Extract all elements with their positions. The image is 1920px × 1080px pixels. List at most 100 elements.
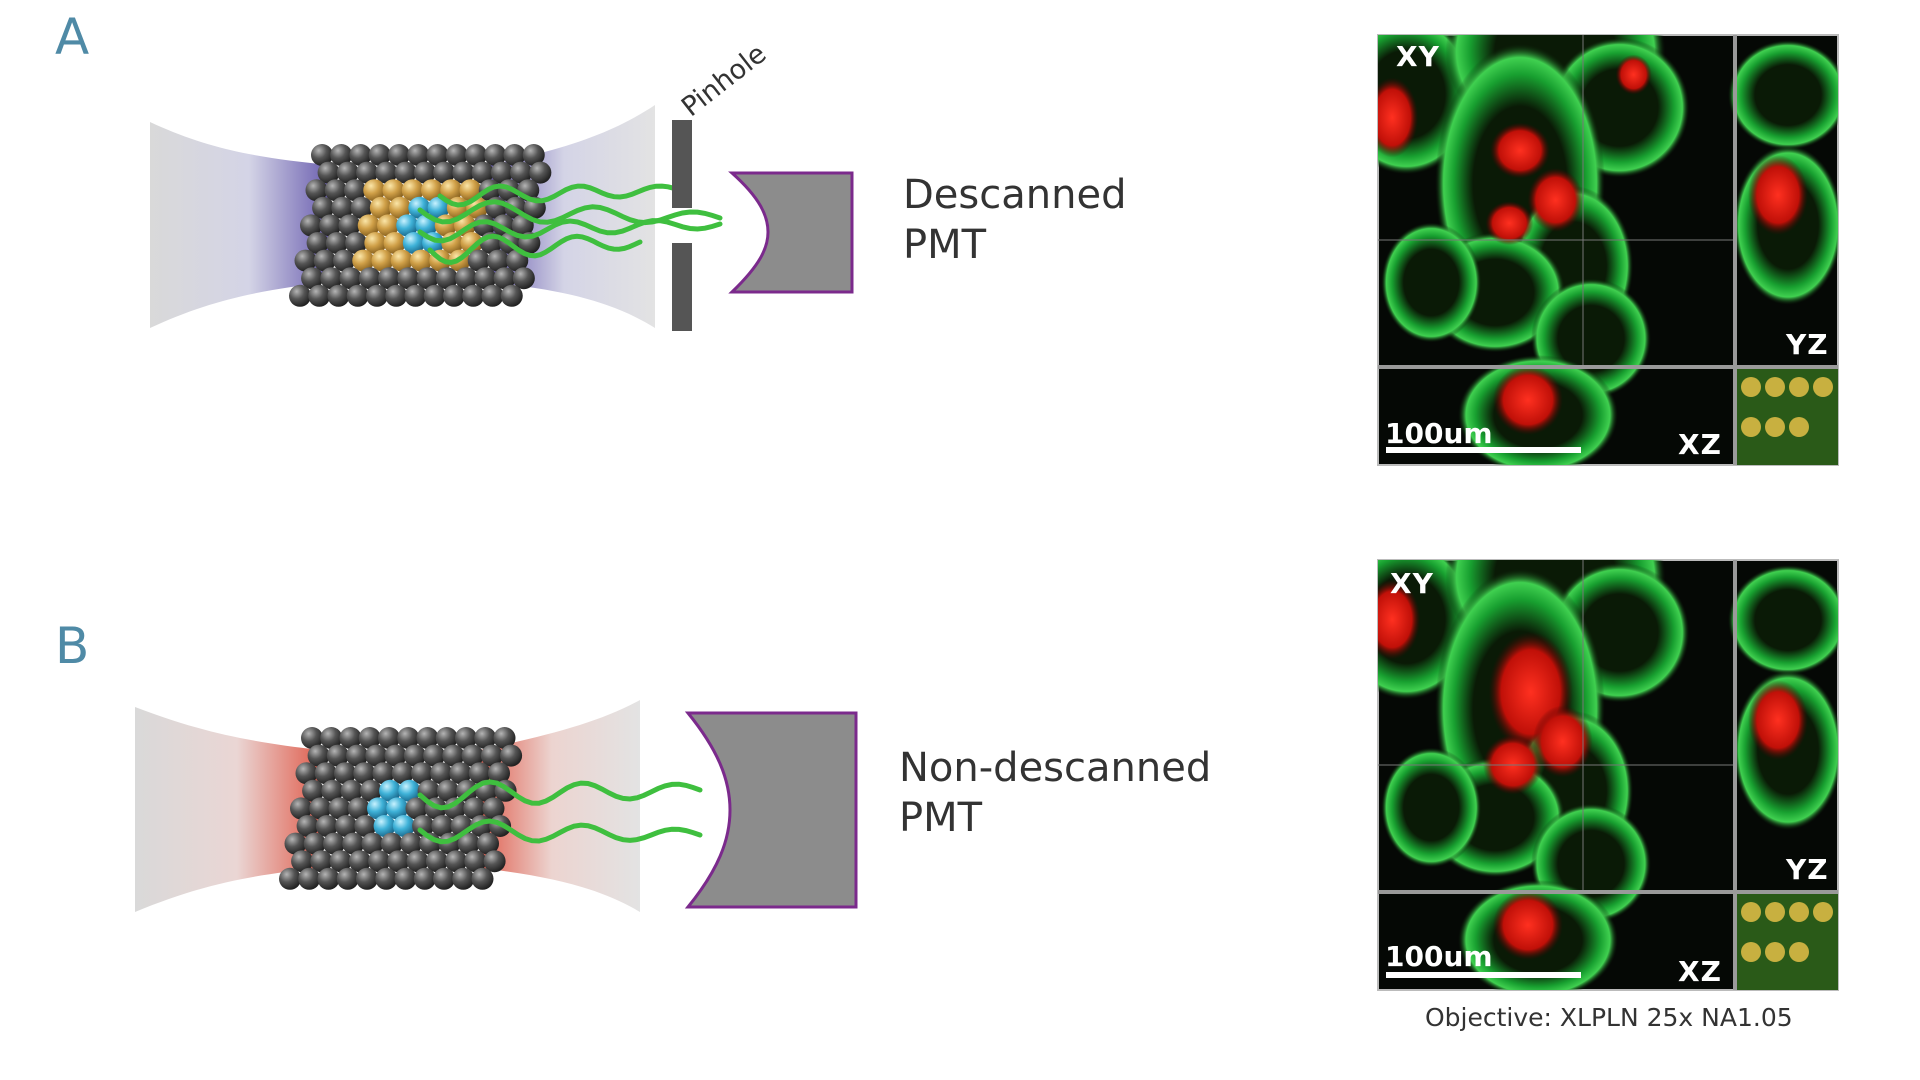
emission-wave bbox=[417, 818, 703, 845]
sample-sphere bbox=[394, 161, 417, 184]
sample-sphere bbox=[421, 179, 443, 202]
sample-sphere bbox=[481, 284, 504, 307]
xz-nucleus bbox=[1493, 890, 1563, 960]
sample-sphere bbox=[356, 161, 379, 184]
sample-sphere bbox=[338, 214, 361, 237]
sample-sphere bbox=[361, 832, 384, 855]
sample-sphere bbox=[426, 144, 449, 166]
sample-sphere bbox=[442, 744, 465, 767]
sample-sphere bbox=[425, 850, 448, 873]
cell-nucleus bbox=[1378, 579, 1421, 660]
sample-sphere bbox=[320, 267, 343, 290]
sample-sphere bbox=[300, 214, 322, 237]
image-b-yz-label: YZ bbox=[1786, 853, 1829, 886]
sample-sphere bbox=[411, 762, 433, 785]
sample-sphere bbox=[321, 779, 344, 802]
sample-sphere bbox=[468, 762, 491, 785]
sample-sphere bbox=[330, 144, 353, 166]
sample-sphere bbox=[369, 196, 392, 219]
sample-sphere bbox=[500, 284, 523, 307]
sample-sphere bbox=[493, 267, 516, 290]
sample-sphere bbox=[302, 779, 325, 802]
sample-sphere bbox=[339, 267, 362, 290]
sample-sphere bbox=[471, 161, 494, 184]
sample-sphere bbox=[364, 232, 387, 254]
sample-sphere bbox=[314, 762, 337, 785]
sample-sphere bbox=[397, 727, 420, 749]
sample-sphere bbox=[284, 832, 307, 855]
sample-sphere bbox=[464, 850, 487, 873]
yz-nucleus bbox=[1748, 155, 1808, 235]
sample-sphere bbox=[309, 797, 332, 820]
sample-sphere bbox=[407, 144, 430, 166]
sample-sphere bbox=[474, 267, 497, 290]
sample-sphere bbox=[357, 214, 380, 237]
yz-cell bbox=[1728, 40, 1838, 150]
yz-nucleus bbox=[1748, 680, 1808, 760]
descanned-pmt-detector bbox=[728, 171, 854, 294]
emission-wave bbox=[417, 218, 723, 244]
sample-sphere bbox=[358, 267, 381, 290]
sample-sphere bbox=[289, 284, 311, 307]
sample-sphere bbox=[490, 161, 513, 184]
sample-sphere bbox=[401, 179, 424, 202]
sample-sphere bbox=[358, 727, 381, 749]
sample-sphere bbox=[324, 179, 347, 202]
cell-nucleus bbox=[1527, 168, 1584, 232]
non-descanned-label-line1: Non-descanned bbox=[899, 745, 1212, 791]
sample-sphere bbox=[389, 196, 412, 219]
corner-cell bbox=[1765, 417, 1785, 437]
sample-sphere bbox=[410, 249, 432, 272]
sample-sphere bbox=[333, 249, 355, 272]
sample-sphere bbox=[391, 762, 414, 785]
sample-sphere bbox=[474, 727, 497, 749]
sample-sphere bbox=[315, 815, 338, 837]
corner-cell bbox=[1789, 417, 1809, 437]
sample-sphere bbox=[350, 196, 373, 219]
sample-sphere bbox=[462, 284, 485, 307]
sample-sphere bbox=[348, 850, 371, 873]
sample-sphere bbox=[484, 144, 507, 166]
sample-sphere bbox=[368, 144, 391, 166]
sample-sphere bbox=[444, 797, 466, 820]
sample-sphere bbox=[295, 762, 318, 785]
sample-sphere bbox=[416, 727, 439, 749]
sample-sphere bbox=[326, 744, 349, 767]
sample-sphere bbox=[377, 214, 399, 237]
microscopy-image-b bbox=[1377, 559, 1839, 991]
descanned-pmt-label: Descanned PMT bbox=[903, 170, 1126, 270]
sample-sphere bbox=[387, 850, 410, 873]
panel-label-b: B bbox=[55, 617, 90, 675]
objective-caption: Objective: XLPLN 25x NA1.05 bbox=[1425, 1003, 1793, 1032]
sample-sphere bbox=[433, 161, 456, 184]
sample-spheres-b bbox=[279, 727, 523, 890]
corner-cell bbox=[1741, 377, 1761, 397]
sample-sphere bbox=[452, 867, 475, 890]
sample-sphere bbox=[373, 815, 396, 837]
corner-cell bbox=[1813, 377, 1833, 397]
sample-sphere bbox=[435, 727, 458, 749]
sample-sphere bbox=[413, 161, 436, 184]
corner-cell bbox=[1789, 902, 1809, 922]
microscopy-image-a bbox=[1377, 34, 1839, 466]
sample-sphere bbox=[480, 744, 503, 767]
sample-sphere bbox=[342, 832, 365, 855]
corner-cell bbox=[1765, 902, 1785, 922]
sample-sphere bbox=[382, 179, 405, 202]
corner-cell bbox=[1741, 417, 1761, 437]
corner-cell bbox=[1765, 942, 1785, 962]
image-b-xz-label: XZ bbox=[1678, 955, 1722, 988]
sample-sphere bbox=[400, 832, 422, 855]
cell-nucleus bbox=[1485, 201, 1534, 246]
sample-sphere bbox=[383, 232, 406, 254]
sample-sphere bbox=[431, 815, 454, 837]
panel-b-optics bbox=[135, 700, 858, 912]
sample-sphere bbox=[345, 232, 368, 254]
sample-sphere bbox=[404, 284, 427, 307]
scale-bar bbox=[1386, 447, 1581, 453]
corner-cell bbox=[1765, 377, 1785, 397]
sample-sphere bbox=[427, 196, 450, 219]
cell-outline bbox=[1381, 222, 1482, 343]
sample-sphere bbox=[423, 744, 446, 767]
sample-sphere bbox=[363, 179, 386, 202]
